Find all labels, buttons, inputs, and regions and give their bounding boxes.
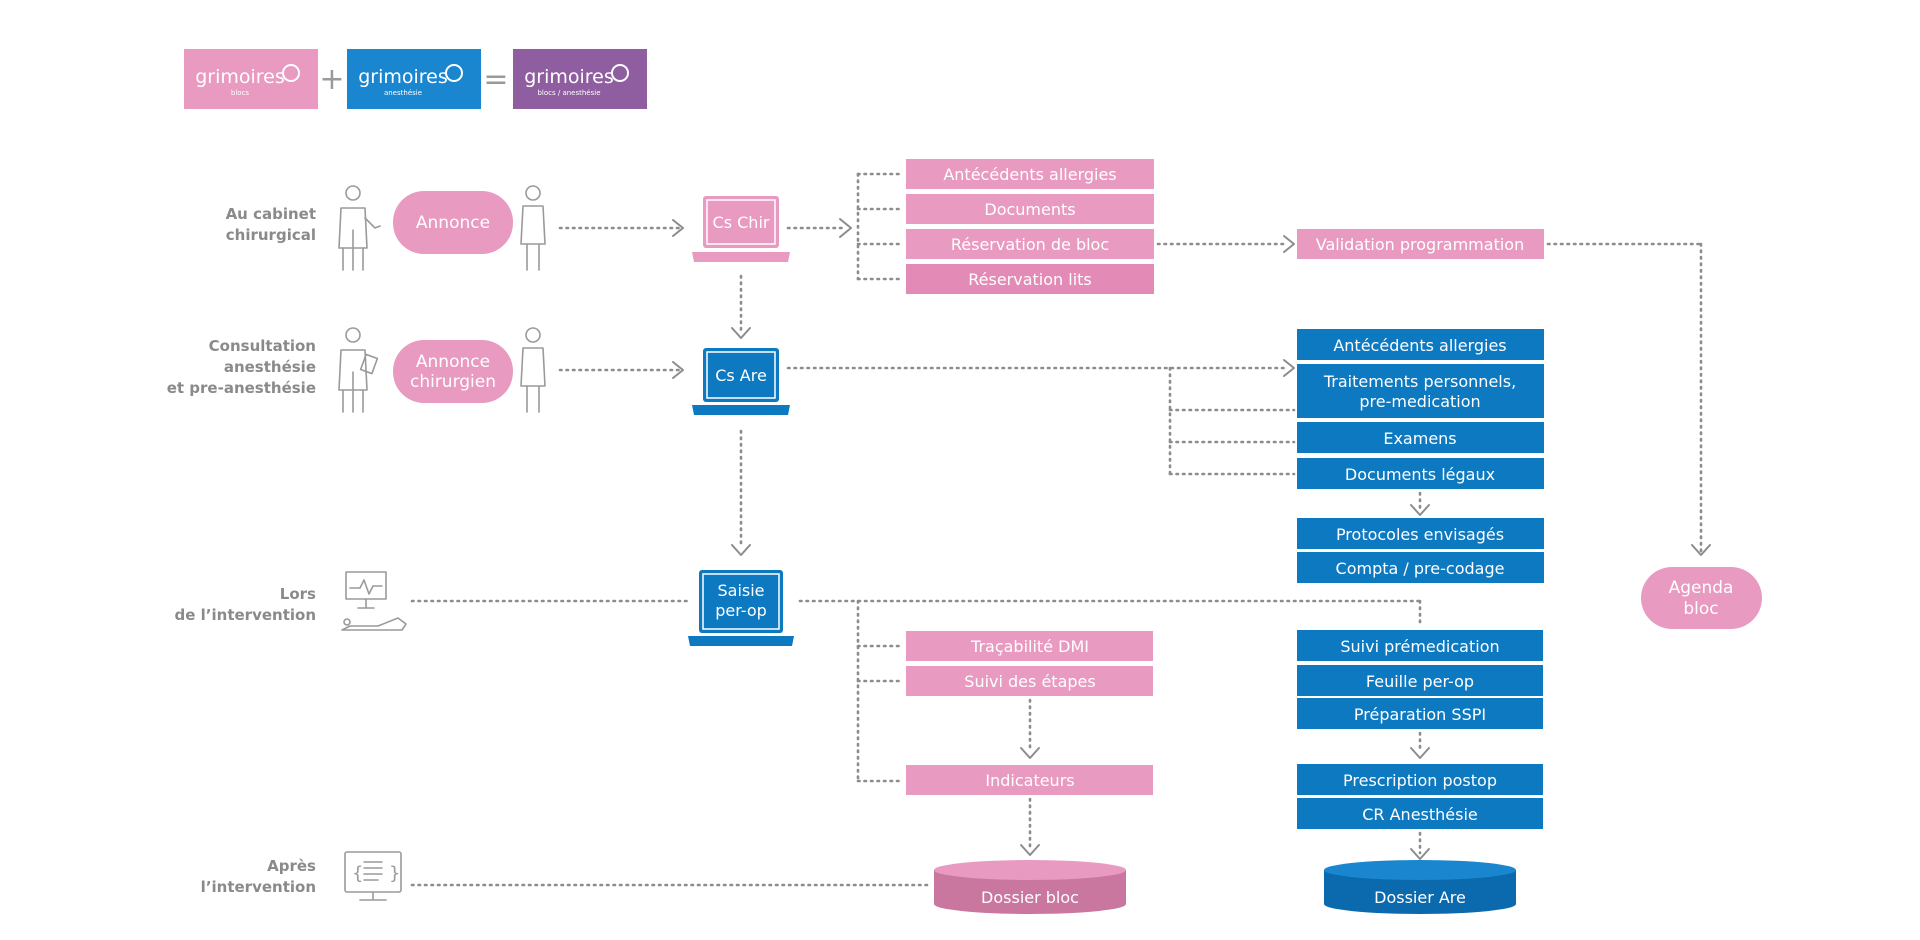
connectors [410, 172, 1711, 887]
svg-text:grimoires: grimoires [358, 66, 448, 88]
box-antecedents-allergies-blue: Antécédents allergies [1297, 329, 1544, 360]
box-tracabilite-dmi: Traçabilité DMI [906, 631, 1153, 661]
row-label-consultation: Consultation anesthésie et pre-anesthési… [167, 337, 316, 397]
box-validation-programmation: Validation programmation [1297, 229, 1544, 259]
laptop-saisie-per-op: Saisie per-op [688, 570, 794, 646]
row-label-apres: Après l’intervention [201, 857, 316, 896]
doctor-icon [338, 327, 379, 413]
svg-text:grimoires: grimoires [524, 66, 614, 88]
svg-text:Traitements personnels,: Traitements personnels, [1323, 372, 1516, 391]
svg-text:Examens: Examens [1383, 429, 1456, 448]
svg-text:Traçabilité DMI: Traçabilité DMI [970, 637, 1089, 656]
agenda-bloc-bubble: Agenda bloc [1641, 567, 1762, 629]
leaf-logo-icon [611, 64, 629, 82]
box-reservation-bloc: Réservation de bloc [906, 229, 1154, 259]
svg-text:grimoires: grimoires [195, 66, 285, 88]
svg-text:Cs Chir: Cs Chir [713, 213, 770, 232]
svg-text:Réservation lits: Réservation lits [968, 270, 1092, 289]
logo-grimoires-blocs: grimoires blocs [184, 49, 318, 109]
svg-text:Indicateurs: Indicateurs [985, 771, 1074, 790]
monitor-patient-icon [341, 571, 407, 631]
svg-text:Documents: Documents [984, 200, 1075, 219]
box-traitements: Traitements personnels, pre-medication [1297, 364, 1544, 418]
svg-text:Compta / pre-codage: Compta / pre-codage [1336, 559, 1505, 578]
row-label-cabinet: Au cabinet chirurgical [226, 205, 316, 244]
svg-text:Antécédents allergies: Antécédents allergies [1333, 336, 1506, 355]
svg-text:Validation programmation: Validation programmation [1316, 235, 1524, 254]
svg-text:Dossier bloc: Dossier bloc [981, 888, 1079, 907]
svg-text:Cs Are: Cs Are [715, 366, 767, 385]
svg-text:et pre-anesthésie: et pre-anesthésie [167, 379, 316, 397]
svg-text:anesthésie: anesthésie [224, 358, 316, 376]
box-suivi-etapes: Suivi des étapes [906, 666, 1153, 696]
row-label-intervention: Lors de l’intervention [175, 585, 317, 624]
svg-text:{: { [352, 863, 363, 884]
box-reservation-lits: Réservation lits [906, 264, 1154, 294]
equals-sign: = [483, 62, 508, 97]
doctor-icon [338, 185, 381, 271]
box-feuille-per-op: Feuille per-op [1297, 665, 1543, 696]
box-preparation-sspi: Préparation SSPI [1297, 698, 1543, 729]
laptop-cs-chir: Cs Chir [692, 196, 790, 262]
svg-text:de l’intervention: de l’intervention [175, 606, 316, 624]
svg-text:Consultation: Consultation [209, 337, 316, 355]
box-protocoles: Protocoles envisagés [1297, 518, 1544, 549]
svg-text:Réservation de bloc: Réservation de bloc [951, 235, 1109, 254]
svg-text:Documents légaux: Documents légaux [1345, 465, 1495, 484]
svg-text:anesthésie: anesthésie [384, 89, 422, 97]
patient-icon [520, 327, 546, 413]
logo-grimoires-anesthesie: grimoires anesthésie [347, 49, 481, 109]
laptop-cs-are: Cs Are [692, 348, 790, 415]
svg-text:Antécédents allergies: Antécédents allergies [943, 165, 1116, 184]
svg-text:CR Anesthésie: CR Anesthésie [1362, 805, 1478, 824]
leaf-logo-icon [282, 64, 300, 82]
leaf-logo-icon [445, 64, 463, 82]
svg-text:Annonce: Annonce [416, 352, 490, 372]
box-prescription-postop: Prescription postop [1297, 764, 1543, 795]
svg-text:Après: Après [267, 857, 316, 875]
svg-text:Dossier Are: Dossier Are [1374, 888, 1466, 907]
svg-text:chirurgien: chirurgien [410, 372, 496, 392]
svg-text:l’intervention: l’intervention [201, 878, 316, 896]
box-documents-legaux: Documents légaux [1297, 458, 1544, 489]
svg-text:Suivi prémedication: Suivi prémedication [1340, 637, 1499, 656]
svg-text:Suivi des étapes: Suivi des étapes [964, 672, 1095, 691]
svg-text:bloc: bloc [1683, 599, 1718, 619]
plus-sign: + [319, 62, 344, 97]
svg-text:blocs: blocs [231, 89, 250, 97]
box-cr-anesthesie: CR Anesthésie [1297, 798, 1543, 829]
box-compta: Compta / pre-codage [1297, 552, 1544, 583]
box-documents: Documents [906, 194, 1154, 224]
svg-text:Prescription postop: Prescription postop [1343, 771, 1497, 790]
database-dossier-bloc: Dossier bloc [934, 860, 1126, 914]
svg-text:chirurgical: chirurgical [226, 226, 316, 244]
svg-text:Agenda: Agenda [1669, 578, 1734, 598]
svg-text:Lors: Lors [280, 585, 316, 603]
svg-text:Feuille per-op: Feuille per-op [1366, 672, 1474, 691]
svg-text:blocs / anesthésie: blocs / anesthésie [537, 89, 600, 97]
svg-text:per-op: per-op [715, 601, 767, 620]
svg-text:pre-medication: pre-medication [1359, 392, 1480, 411]
patient-icon [520, 185, 546, 271]
annonce-bubble: Annonce [393, 191, 513, 254]
box-examens: Examens [1297, 422, 1544, 453]
box-suivi-premedication: Suivi prémedication [1297, 630, 1543, 661]
code-monitor-icon: { } [344, 851, 402, 901]
logo-grimoires-blocs-anesthesie: grimoires blocs / anesthésie [513, 49, 647, 109]
svg-text:}: } [389, 863, 400, 884]
box-antecedents-allergies-pink: Antécédents allergies [906, 159, 1154, 189]
svg-text:Préparation SSPI: Préparation SSPI [1354, 705, 1486, 724]
svg-text:Saisie: Saisie [717, 581, 764, 600]
box-indicateurs: Indicateurs [906, 765, 1153, 795]
svg-text:Annonce: Annonce [416, 213, 490, 233]
svg-text:Au cabinet: Au cabinet [226, 205, 316, 223]
svg-text:Protocoles envisagés: Protocoles envisagés [1336, 525, 1504, 544]
annonce-chirurgien-bubble: Annonce chirurgien [393, 340, 513, 403]
database-dossier-are: Dossier Are [1324, 860, 1516, 914]
